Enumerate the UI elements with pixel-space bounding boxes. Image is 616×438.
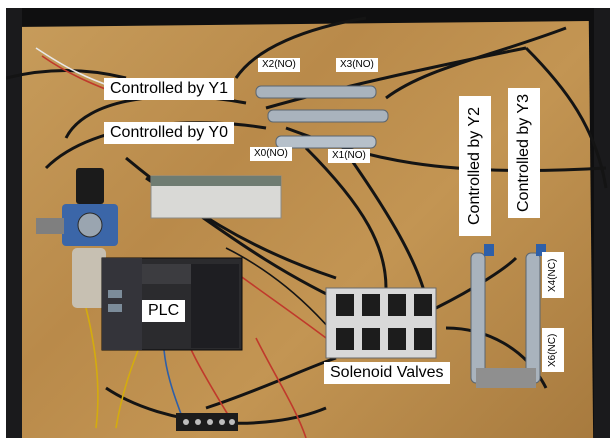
label-x6: X6(NC) <box>542 328 564 372</box>
air-regulator <box>36 168 118 308</box>
dark-edge-left <box>6 8 22 438</box>
label-solenoid-valves: Solenoid Valves <box>324 362 450 384</box>
dark-edge-right <box>594 8 610 438</box>
photo: Controlled by Y1 Controlled by Y0 X2(NO)… <box>6 8 610 438</box>
terminal-block <box>150 175 282 219</box>
label-x4: X4(NC) <box>542 252 564 298</box>
top-cylinders <box>255 85 389 149</box>
label-controlled-by-y2: Controlled by Y2 <box>459 96 491 236</box>
label-x1: X1(NO) <box>328 149 370 163</box>
label-x0: X0(NO) <box>250 147 292 161</box>
label-controlled-by-y0: Controlled by Y0 <box>104 122 234 144</box>
label-plc: PLC <box>142 300 186 322</box>
plc-unit <box>101 257 243 351</box>
label-x2: X2(NO) <box>258 58 300 72</box>
label-controlled-by-y3: Controlled by Y3 <box>508 88 540 218</box>
label-x3: X3(NO) <box>336 58 378 72</box>
right-cylinders <box>470 244 546 388</box>
bottom-terminal-strip <box>176 413 238 431</box>
wiring-scene <box>6 8 610 438</box>
solenoid-valve-bank <box>325 287 437 359</box>
label-controlled-by-y1: Controlled by Y1 <box>104 78 234 100</box>
